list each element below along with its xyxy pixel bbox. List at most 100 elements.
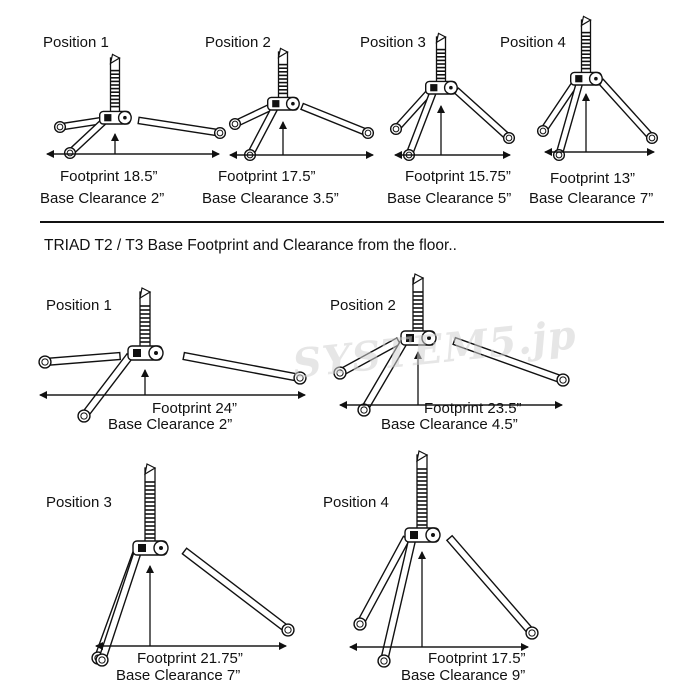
leg-foot <box>353 617 367 631</box>
leg-foot-ring <box>66 149 74 157</box>
leg-foot <box>77 409 91 423</box>
bottom-position-4-label: Position 4 <box>323 494 389 511</box>
column-top <box>416 450 429 463</box>
leg-foot <box>213 126 227 140</box>
bottom-position-4-clearance: Base Clearance 9” <box>401 667 526 684</box>
hub-knob-center <box>594 76 598 81</box>
top-position-3-label: Position 3 <box>360 34 426 51</box>
leg-foot-ring <box>98 656 106 664</box>
leg-foot-ring <box>41 358 49 366</box>
hub-clamp <box>138 544 146 552</box>
leg-foot-ring <box>528 629 536 637</box>
tripod-figure <box>91 463 295 667</box>
tripod-leg <box>597 78 656 142</box>
leg-foot-ring <box>505 134 513 142</box>
tripod-leg <box>182 351 302 383</box>
leg-foot-ring <box>216 129 224 137</box>
leg-foot <box>357 403 371 417</box>
tripod-leg <box>181 547 292 634</box>
hub-knob-center <box>431 533 435 537</box>
leg-foot-ring <box>539 127 547 135</box>
leg-foot <box>228 117 242 131</box>
column-top <box>139 287 152 300</box>
leg-foot-ring <box>231 120 239 128</box>
leg-foot <box>63 146 77 160</box>
top-position-4-footprint: Footprint 13” <box>550 170 636 187</box>
top-position-3-clearance: Base Clearance 5” <box>387 190 512 207</box>
leg-foot-ring <box>364 129 372 137</box>
hub-clamp <box>430 84 438 92</box>
tripod-leg <box>453 87 513 142</box>
column-top <box>435 32 447 44</box>
tripod-figure <box>228 47 375 162</box>
bottom-position-3-footprint: Footprint 21.75” <box>137 650 243 667</box>
leg-foot <box>293 371 307 385</box>
leg-foot <box>95 653 109 667</box>
tripod-figure <box>389 32 516 162</box>
hub-knob-center <box>154 351 158 355</box>
tripod-leg <box>137 116 222 137</box>
column-top <box>277 47 289 59</box>
tripod-figure <box>536 15 659 162</box>
tripod-leg <box>445 534 536 637</box>
leg-foot <box>556 373 570 387</box>
hub-knob-center <box>291 101 295 106</box>
bottom-position-1-footprint: Footprint 24” <box>152 400 238 417</box>
leg-foot-ring <box>648 134 656 142</box>
leg-foot <box>502 131 516 145</box>
top-position-4-label: Position 4 <box>500 34 566 51</box>
top-position-1-footprint: Footprint 18.5” <box>60 168 158 185</box>
leg-foot-ring <box>336 369 344 377</box>
bottom-position-2-footprint: Footprint 23.5” <box>424 400 522 417</box>
tripod-figure <box>46 53 227 160</box>
hub-clamp <box>410 531 418 539</box>
top-position-4-clearance: Base Clearance 7” <box>529 190 654 207</box>
leg-foot <box>361 126 375 140</box>
tripod-figure <box>38 287 307 423</box>
bottom-position-1-clearance: Base Clearance 2” <box>108 416 233 433</box>
leg-foot <box>536 124 550 138</box>
leg-foot-ring <box>392 125 400 133</box>
top-position-1-clearance: Base Clearance 2” <box>40 190 165 207</box>
hub-knob-center <box>123 115 127 120</box>
bottom-position-1-label: Position 1 <box>46 297 112 314</box>
hub-knob-center <box>427 336 431 340</box>
leg-foot <box>552 148 566 162</box>
leg-foot-ring <box>356 620 364 628</box>
bottom-position-3-label: Position 3 <box>46 494 112 511</box>
tripod-figure <box>349 450 539 668</box>
leg-foot-ring <box>380 657 388 665</box>
leg-foot <box>377 654 391 668</box>
hub-clamp <box>575 75 583 83</box>
column-top <box>109 53 121 65</box>
tripod-leg <box>97 549 143 662</box>
leg-foot <box>38 355 52 369</box>
center-column <box>580 19 592 77</box>
leg-foot <box>389 122 403 136</box>
tripod-leg <box>300 102 371 137</box>
leg-foot-ring <box>296 374 304 382</box>
column-top <box>580 15 592 27</box>
leg-foot-ring <box>56 123 64 131</box>
top-position-3-footprint: Footprint 15.75” <box>405 168 511 185</box>
tripod-figure <box>333 273 570 417</box>
tripod-leg <box>43 351 122 367</box>
leg-foot <box>645 131 659 145</box>
column-top <box>412 273 425 286</box>
column-top <box>144 463 157 476</box>
bottom-position-4-footprint: Footprint 17.5” <box>428 650 526 667</box>
bottom-position-2-label: Position 2 <box>330 297 396 314</box>
top-position-1-label: Position 1 <box>43 34 109 51</box>
bottom-position-2-clearance: Base Clearance 4.5” <box>381 416 518 433</box>
hub-clamp <box>272 100 280 108</box>
leg-foot-ring <box>360 406 368 414</box>
top-position-2-footprint: Footprint 17.5” <box>218 168 316 185</box>
top-position-2-label: Position 2 <box>205 34 271 51</box>
tripod-leg <box>80 352 134 420</box>
bottom-position-3-clearance: Base Clearance 7” <box>116 667 241 684</box>
hub-clamp <box>104 114 112 122</box>
leg-foot <box>525 626 539 640</box>
hub-clamp <box>406 334 414 342</box>
